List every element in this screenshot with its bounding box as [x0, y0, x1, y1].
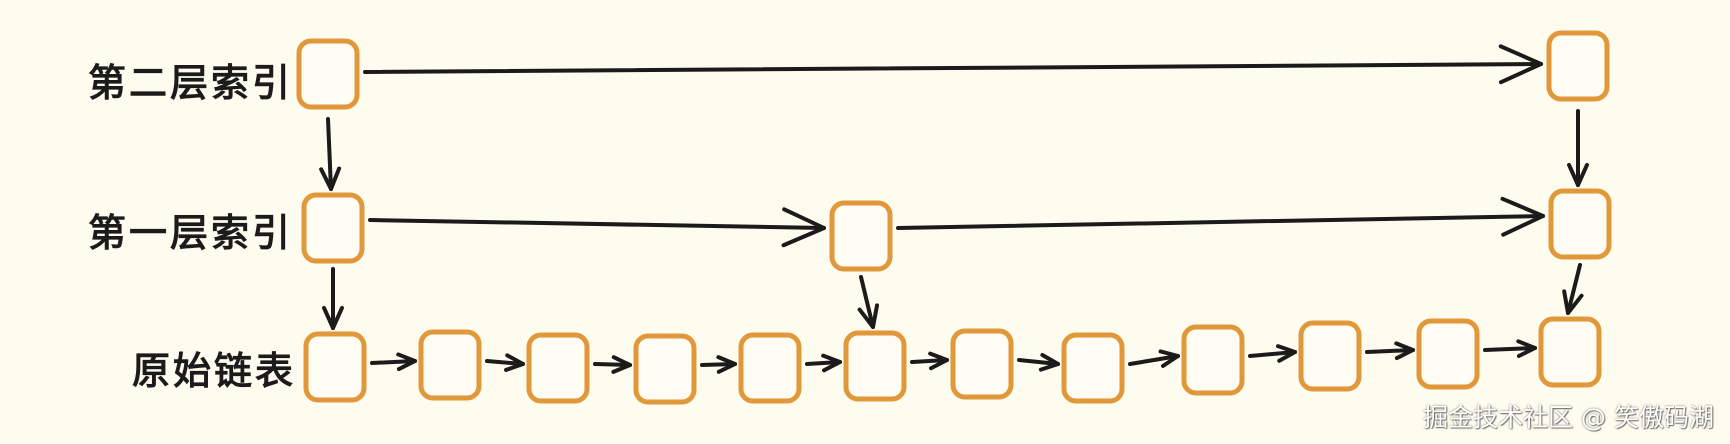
level1-node-3 [1548, 188, 1612, 260]
base-arrow-8 [1128, 349, 1180, 368]
base-node-11 [1416, 318, 1480, 390]
base-node-5 [738, 332, 802, 404]
down-arrow-l1-base-1 [322, 267, 344, 330]
down-arrow-l2-l1-2 [1567, 109, 1589, 187]
base-node-9 [1181, 324, 1245, 396]
level2-node-2 [1546, 30, 1610, 102]
base-node-7 [950, 328, 1014, 400]
level1-arrow-1 [368, 207, 826, 248]
edges-layer [319, 44, 1589, 374]
base-arrow-11 [1483, 339, 1537, 358]
level2-node-1 [296, 38, 360, 110]
base-arrow-10 [1365, 341, 1415, 361]
level1-index-label: 第一层索引 [88, 211, 294, 255]
watermark: 掘金技术社区 @ 笑傲码湖 [1423, 403, 1714, 432]
nodes-layer [296, 30, 1612, 405]
base-arrow-3 [593, 355, 632, 374]
base-arrow-9 [1248, 344, 1297, 363]
base-arrow-6 [910, 351, 949, 371]
base-node-1 [303, 331, 367, 403]
down-arrow-l2-l1-1 [319, 117, 342, 191]
base-node-8 [1061, 332, 1125, 404]
base-node-3 [526, 332, 590, 404]
level1-node-2 [829, 200, 893, 272]
base-arrow-2 [485, 353, 525, 372]
base-arrow-7 [1017, 353, 1060, 372]
base-arrow-1 [370, 352, 417, 372]
level2-arrow-1 [363, 44, 1543, 85]
base-arrow-4 [700, 355, 737, 374]
base-node-2 [418, 329, 482, 401]
base-node-4 [633, 333, 697, 405]
base-node-12 [1538, 316, 1602, 388]
level1-node-1 [301, 192, 365, 264]
base-node-10 [1298, 320, 1362, 392]
down-arrow-l1-base-3 [1562, 263, 1584, 315]
level1-arrow-2 [896, 196, 1545, 237]
down-arrow-l1-base-2 [857, 275, 880, 329]
base-node-6 [843, 330, 907, 402]
base-list-label: 原始链表 [132, 349, 297, 393]
level2-index-label: 第二层索引 [88, 61, 294, 105]
base-arrow-5 [805, 353, 842, 373]
